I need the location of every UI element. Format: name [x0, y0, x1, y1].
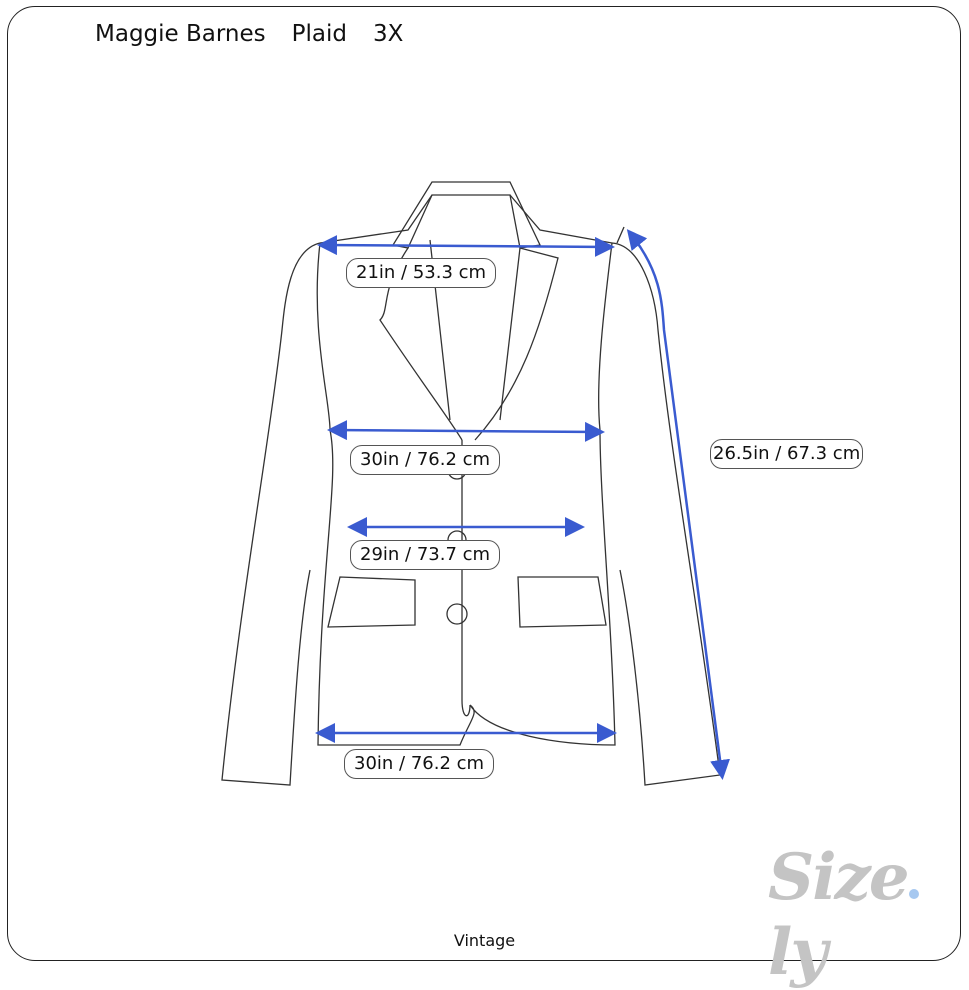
- jacket-diagram: [221, 181, 730, 786]
- measurement-arrows: [315, 226, 730, 780]
- size: 3X: [372, 21, 404, 47]
- hem-label: 30in / 76.2 cm: [344, 749, 495, 779]
- brand: Maggie Barnes: [95, 21, 266, 47]
- card-frame: [7, 6, 961, 961]
- condition-label: Vintage: [453, 931, 516, 950]
- pattern: Plaid: [291, 21, 347, 47]
- shoulder-arrow: [317, 235, 615, 257]
- logo-dot-icon: [908, 889, 919, 899]
- chest-label: 30in / 76.2 cm: [350, 445, 501, 475]
- sizely-logo: Sizely: [768, 840, 969, 990]
- product-title: Maggie Barnes Plaid 3X: [95, 21, 429, 47]
- length-arrow: [626, 229, 730, 780]
- waist-label: 29in / 73.7 cm: [350, 540, 501, 570]
- length-label: 26.5in / 67.3 cm: [710, 439, 864, 469]
- chest-arrow: [327, 420, 605, 442]
- shoulder-label: 21in / 53.3 cm: [346, 258, 497, 288]
